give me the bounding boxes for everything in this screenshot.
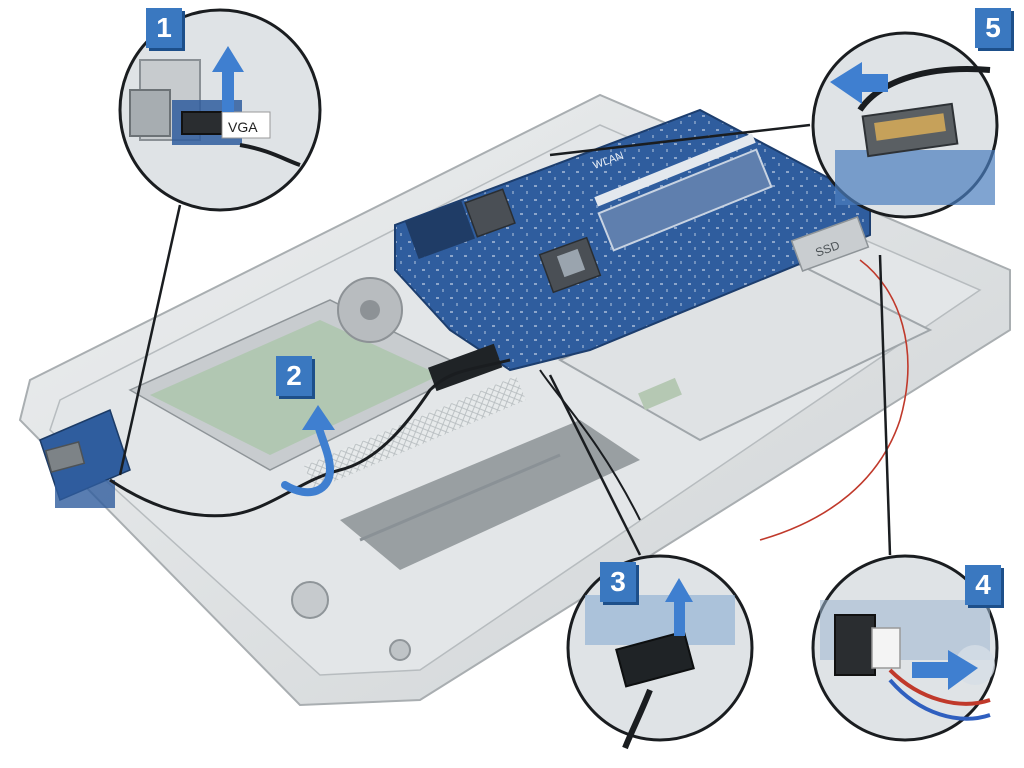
vga-cable <box>109 358 511 518</box>
io-board <box>39 408 131 508</box>
callout-circle-3 <box>566 554 754 750</box>
curved-arrow-icon <box>281 405 335 497</box>
up-arrow-icon <box>665 578 693 636</box>
callout-circle-4 <box>811 554 999 742</box>
callout-circle-5 <box>811 31 999 219</box>
up-arrow-icon <box>212 46 244 112</box>
vga-label: VGA <box>228 119 258 135</box>
left-arrow-icon <box>830 62 888 104</box>
speaker-cable <box>759 259 909 541</box>
callout-circle-1: VGA <box>118 8 322 212</box>
motherboard: SSD WLAN <box>394 108 871 392</box>
gpu-chip <box>464 188 516 238</box>
step-badge-2: 2 <box>276 356 312 396</box>
memory-slot <box>597 148 773 252</box>
step-badge-5: 5 <box>975 8 1011 48</box>
ssd-bracket <box>790 216 870 272</box>
step-badge-4: 4 <box>965 565 1001 605</box>
step-badge-1: 1 <box>146 8 182 48</box>
callout-leader-lines <box>118 123 892 556</box>
right-arrow-icon <box>912 650 978 690</box>
step-badge-3: 3 <box>600 562 636 602</box>
cables <box>109 259 909 541</box>
